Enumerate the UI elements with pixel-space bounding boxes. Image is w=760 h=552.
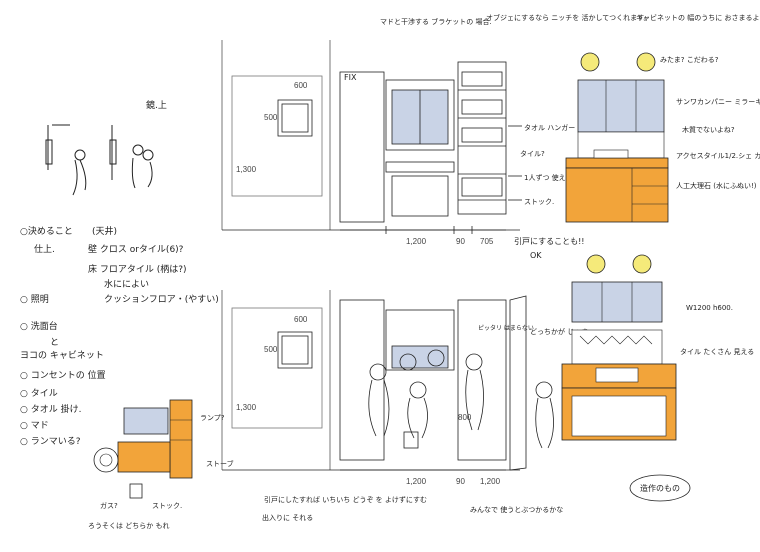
dim-bottom-b3: 1,200 bbox=[480, 477, 501, 486]
note-bump: みんなで 使うとぶつかるかな bbox=[470, 505, 563, 514]
small-stock-label: ストック. bbox=[152, 502, 182, 510]
vanity-top-note: キャビネットの 幅のうちに おさまるように 出るなら がい bbox=[636, 13, 760, 22]
small-vanity-sketch: ランプ? ストーブ ガス? ストック. ろうそくは どちらか もれ bbox=[88, 399, 234, 530]
vanity-top bbox=[565, 52, 669, 223]
item-lighting: ○ 照明 bbox=[20, 294, 49, 305]
vanity-callout-counter: アクセスタイル1/2.シェ カウンター bbox=[676, 151, 760, 160]
vanity-callout-marble: 人工大理石 (水にふぬい!) bbox=[676, 181, 757, 190]
item-washbasin: ○ 洗面台 bbox=[20, 320, 58, 332]
item-tile: ○ タイル bbox=[20, 388, 58, 399]
dim-bottom-3: 705 bbox=[480, 237, 494, 246]
elevation-bottom bbox=[221, 290, 554, 471]
floor-finish: 床 フロアタイル (柄は?) bbox=[88, 263, 187, 275]
ceiling-label: (天井) bbox=[92, 225, 117, 237]
finish-label: 仕上. bbox=[34, 243, 55, 255]
vanity-callout-cabinet: サンワカンパニー ミラーキャビネット W1200 h900. bbox=[676, 97, 760, 106]
dim-bottom-2: 90 bbox=[456, 237, 465, 246]
cushion-floor: クッションフロア・(やすい) bbox=[104, 294, 219, 305]
note-in-the-way: どっちかが じゃま bbox=[530, 327, 588, 336]
small-stove-label: ストーブ bbox=[206, 459, 234, 468]
small-lamp-note: ランプ? bbox=[200, 414, 225, 422]
note-ok: OK bbox=[530, 251, 542, 260]
people-sketch bbox=[45, 124, 154, 196]
item-cabinet: ヨコの キャビネット bbox=[20, 350, 104, 361]
vanity-bottom-size: W1200 h600. bbox=[686, 304, 733, 312]
dim-window-height-top: 500 bbox=[264, 113, 278, 122]
note-entry: 出入りに それる bbox=[262, 513, 313, 522]
notes-left: 鏡.上 ○決めること (天井) 仕上. 壁 クロス orタイル(6)? 床 フロ… bbox=[20, 99, 219, 447]
elevation-top bbox=[221, 40, 522, 234]
fix-label: FIX bbox=[344, 73, 357, 82]
label-mirror-above: 鏡.上 bbox=[146, 99, 167, 111]
dim-bottom-b2: 90 bbox=[456, 477, 465, 486]
callout-stock: ストック. bbox=[524, 198, 554, 206]
callout-one-each: 1人ずつ 使える bbox=[524, 173, 572, 182]
dim-bottom-b1: 1,200 bbox=[406, 477, 427, 486]
vanity-bottom bbox=[561, 254, 691, 502]
callout-tile: タイル? bbox=[520, 149, 545, 158]
item-and: と bbox=[50, 337, 59, 348]
dim-bottom-1: 1,200 bbox=[406, 237, 427, 246]
dim-window-width-bottom: 600 bbox=[294, 315, 308, 324]
callout-towel: タオル ハンガー bbox=[524, 123, 575, 132]
dim-side-bottom: 1,300 bbox=[236, 403, 257, 412]
item-towel: ○ タオル 掛け. bbox=[20, 403, 81, 415]
wall-finish: 壁 クロス orタイル(6)? bbox=[88, 243, 184, 255]
vanity-top-note2: みたま? こだわる? bbox=[660, 56, 719, 64]
small-gas-label: ガス? bbox=[100, 501, 118, 510]
vanity-callout-wood: 木質でないよね? bbox=[682, 125, 735, 134]
small-mat-label: ろうそくは どちらか もれ bbox=[88, 522, 169, 530]
item-ranma: ○ ランマいる? bbox=[20, 436, 81, 447]
item-window: ○ マド bbox=[20, 421, 49, 431]
note-not-fit: ピッタリ はまらない bbox=[478, 324, 534, 332]
decide-heading: ○決めること bbox=[20, 225, 73, 237]
dim-side-bottom-2: 800 bbox=[458, 413, 472, 422]
note-niche: オブジェにするなら ニッチを 活かしてつくれます。 bbox=[486, 13, 650, 22]
note-bracket: マドと干渉する ブラケットの 場合. bbox=[380, 17, 492, 26]
note-sliding-door: 引戸にすることも!! bbox=[514, 237, 585, 246]
dim-side-top: 1,300 bbox=[236, 165, 257, 174]
vanity-bottom-tile: タイル たくさん 見える bbox=[680, 347, 754, 356]
note-sliding: 引戸にしたすれば いちいち どうぞ を よけずにすむ bbox=[264, 495, 427, 504]
dim-window-height-bottom: 500 bbox=[264, 345, 278, 354]
vanity-bottom-caption: 造作のもの bbox=[640, 483, 680, 493]
floor-note: 水にによい bbox=[104, 278, 149, 290]
item-outlet: ○ コンセントの 位置 bbox=[20, 369, 106, 381]
dim-window-width-top: 600 bbox=[294, 81, 308, 90]
